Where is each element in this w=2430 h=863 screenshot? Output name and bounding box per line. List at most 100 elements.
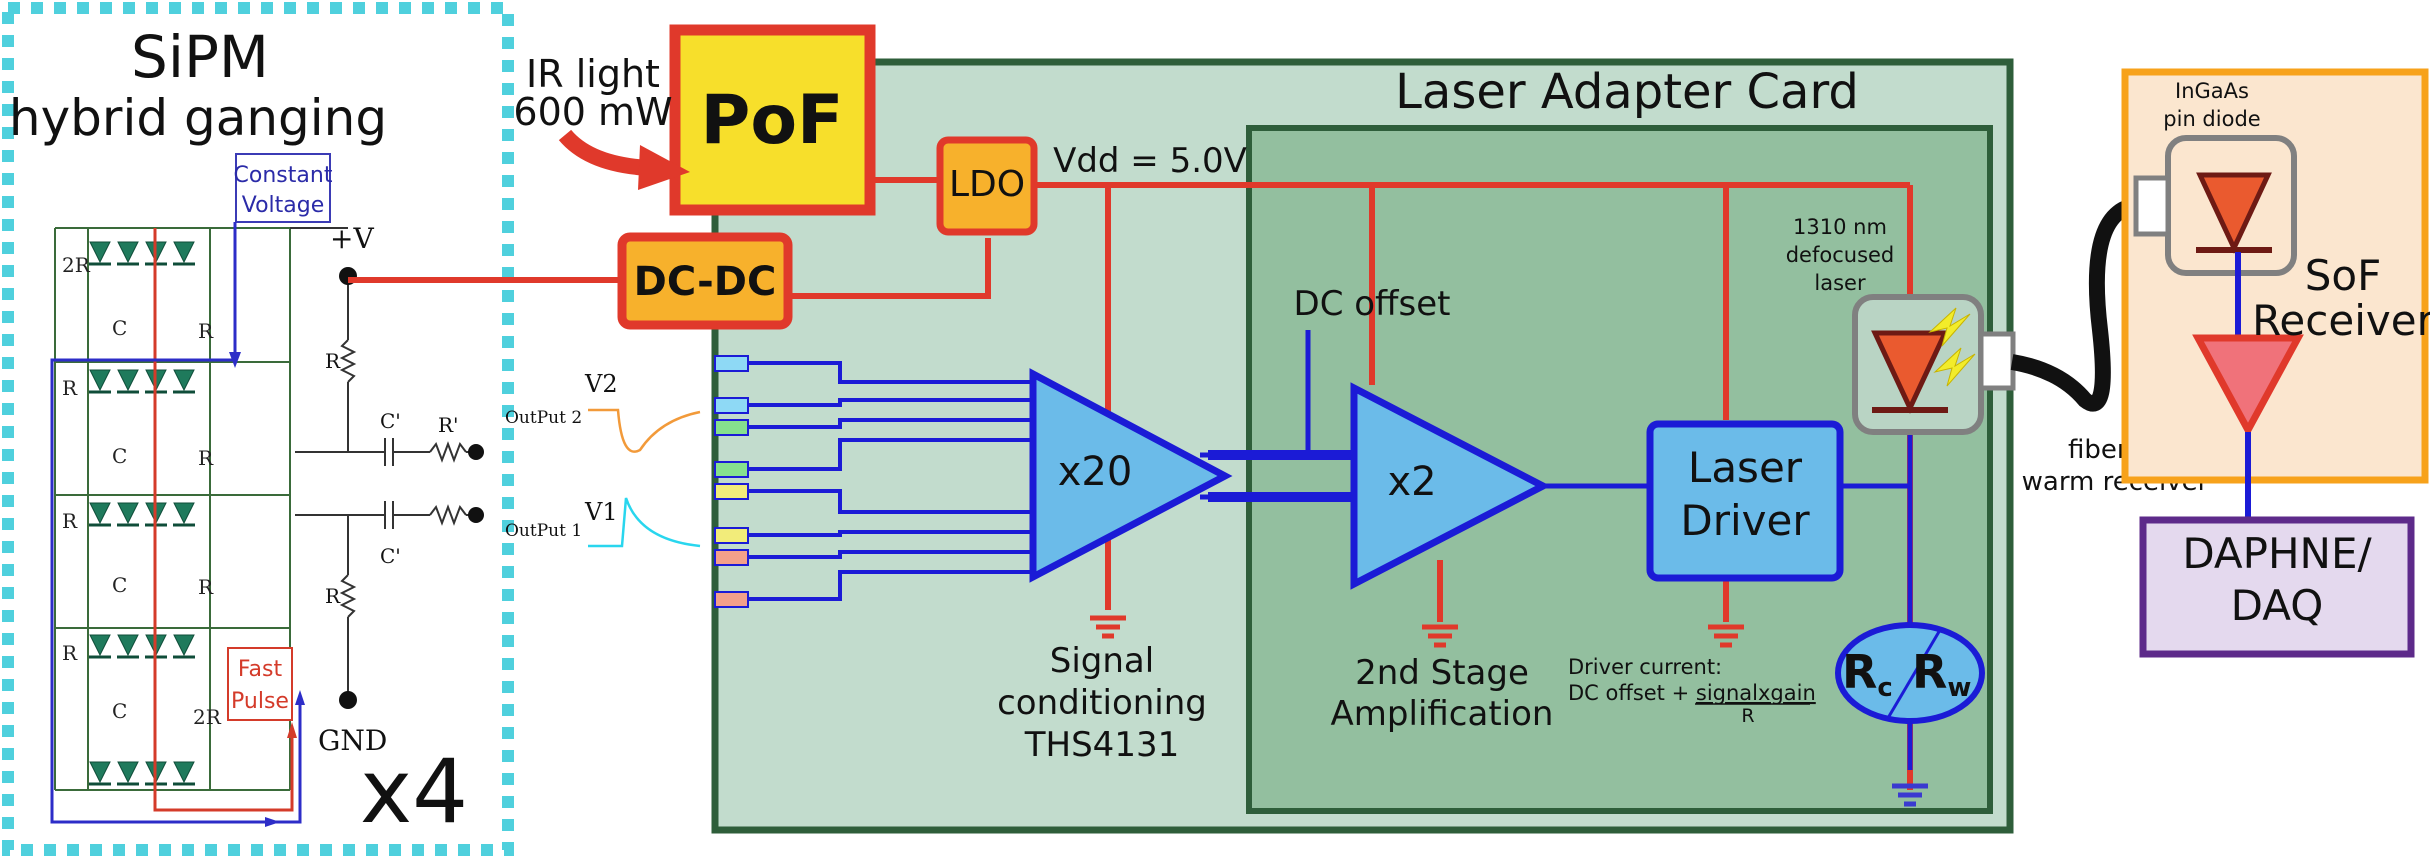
amp-x20-gain: x20: [1058, 449, 1133, 495]
fast-pulse-arrow-icon: [287, 722, 297, 738]
laser-label-3: laser: [1814, 271, 1866, 295]
sipm-diode-icon: [89, 761, 111, 786]
input-connectors: [714, 355, 1033, 608]
sipm-diode-icon: [117, 241, 139, 266]
input-connector-pad: [714, 483, 749, 500]
input-trace: [748, 418, 1033, 429]
sipm-output-wiring: [290, 227, 476, 698]
ldo-label: LDO: [949, 164, 1025, 205]
ground-symbols: [1090, 615, 1744, 648]
laser-fiber-port: [1978, 331, 2016, 391]
res-label-r-upper: R: [325, 349, 341, 373]
sipm-diode-icon: [173, 502, 195, 527]
gnd-label: GND: [318, 724, 387, 757]
sipm-diode-icon: [117, 761, 139, 786]
cap-label-4: C: [112, 699, 127, 723]
v2-label: V2: [584, 370, 618, 398]
input-trace: [748, 438, 1033, 471]
amp-x20-triangle: [1029, 368, 1233, 583]
sipm-title: SiPM: [131, 23, 269, 91]
input-connector-pad: [714, 419, 749, 436]
amp-x20-caption-1: Signal: [1050, 641, 1154, 681]
ir-light-arrow-shaft: [558, 129, 651, 176]
constant-voltage-arrow-icon: [229, 352, 241, 368]
res-label-2: R: [62, 376, 78, 400]
output1-waveform: [588, 497, 701, 548]
sipm-diode-icon: [173, 241, 195, 266]
daq-label-2: DAQ: [2231, 581, 2324, 630]
ir-light-arrow-icon: [638, 145, 690, 190]
res-label-r-lower: R: [325, 584, 341, 608]
receiver-diode-label-2: pin diode: [2163, 107, 2260, 131]
input-trace: [748, 398, 1033, 407]
daq-box: [2139, 516, 2415, 658]
amp-x2-triangle: [1350, 382, 1551, 590]
input-trace: [748, 570, 1033, 601]
rc-label: Rc: [1842, 645, 1893, 703]
sipm-panel: SiPM hybrid ganging Constant Voltage: [2, 2, 514, 856]
laser-diode-icon: [1871, 330, 1949, 414]
driver-current-label: Driver current:: [1568, 655, 1722, 679]
driver-current-formula: DC offset + signalxgain: [1568, 681, 1816, 705]
sipm-diode-icon: [173, 634, 195, 659]
output2-terminal: [468, 444, 484, 460]
input-connector-pad: [714, 397, 749, 414]
input-trace: [748, 550, 1033, 559]
amp-x20-caption-2: conditioning: [997, 683, 1207, 723]
pof-box: [669, 24, 876, 216]
output-arrow-icon: [295, 690, 305, 705]
fast-pulse-box: [227, 647, 293, 721]
ground-icon: [1090, 615, 1126, 639]
input-connector-pad: [714, 461, 749, 478]
fast-pulse-label-1: Fast: [238, 657, 283, 682]
laser-driver-label-2: Driver: [1680, 496, 1810, 545]
res-label-6: R: [62, 641, 78, 665]
res-label-1: R: [198, 319, 214, 343]
res-prime-label-upper: R': [438, 413, 459, 437]
dc-offset-label: DC offset: [1294, 284, 1451, 324]
driver-current-denominator: R: [1741, 705, 1754, 727]
ground-icon: [1422, 624, 1458, 648]
amp-x2-gain: x2: [1387, 459, 1436, 505]
sipm-subtitle: hybrid ganging: [9, 89, 387, 147]
res-label-2r-top: 2R: [62, 253, 91, 277]
sipm-diode-icon: [173, 369, 195, 394]
amp-x20-caption-3: THS4131: [1024, 725, 1179, 765]
daq-label-1: DAPHNE/: [2182, 529, 2372, 578]
res-label-5: R: [198, 575, 214, 599]
laser-label-1: 1310 nm: [1793, 215, 1887, 239]
ldo-box: [936, 136, 1038, 236]
optical-fiber: [2010, 197, 2143, 412]
dcdc-box: [617, 232, 793, 330]
input-connector-pad: [714, 355, 749, 372]
amp-x2-caption-1: 2nd Stage: [1355, 653, 1529, 693]
output2-waveform: [588, 408, 701, 453]
input-trace: [748, 361, 1033, 384]
rw-label: Rw: [1912, 645, 1971, 703]
res-label-2r-bottom: 2R: [193, 705, 222, 729]
constant-voltage-label-1: Constant: [234, 163, 333, 188]
plus-v-label: +V: [330, 222, 374, 255]
receiver-title-1: SoF: [2305, 251, 2382, 300]
sipm-diode-icon: [89, 369, 111, 394]
ground-icon: [1708, 624, 1744, 648]
ir-light-label-2: 600 mW: [513, 90, 672, 134]
photodiode-icon: [2196, 172, 2272, 254]
res-label-4: R: [62, 509, 78, 533]
lightning-icon: [1928, 307, 1971, 347]
cap-prime-label-upper: C': [380, 409, 401, 433]
card-title: Laser Adapter Card: [1395, 64, 1859, 120]
sipm-diode-icon: [117, 369, 139, 394]
power-wiring: [348, 177, 1913, 790]
output1-label: OutPut 1: [505, 521, 582, 541]
laser-label-2: defocused: [1786, 243, 1895, 267]
sipm-diode-icon: [89, 634, 111, 659]
input-connector-pad: [714, 527, 749, 544]
cap-label-3: C: [112, 573, 127, 597]
input-trace: [748, 530, 1033, 537]
sipm-diode-icon: [173, 761, 195, 786]
input-connector-pad: [714, 591, 749, 608]
gnd-terminal: [339, 691, 357, 709]
bottom-arrow-icon: [265, 817, 280, 827]
